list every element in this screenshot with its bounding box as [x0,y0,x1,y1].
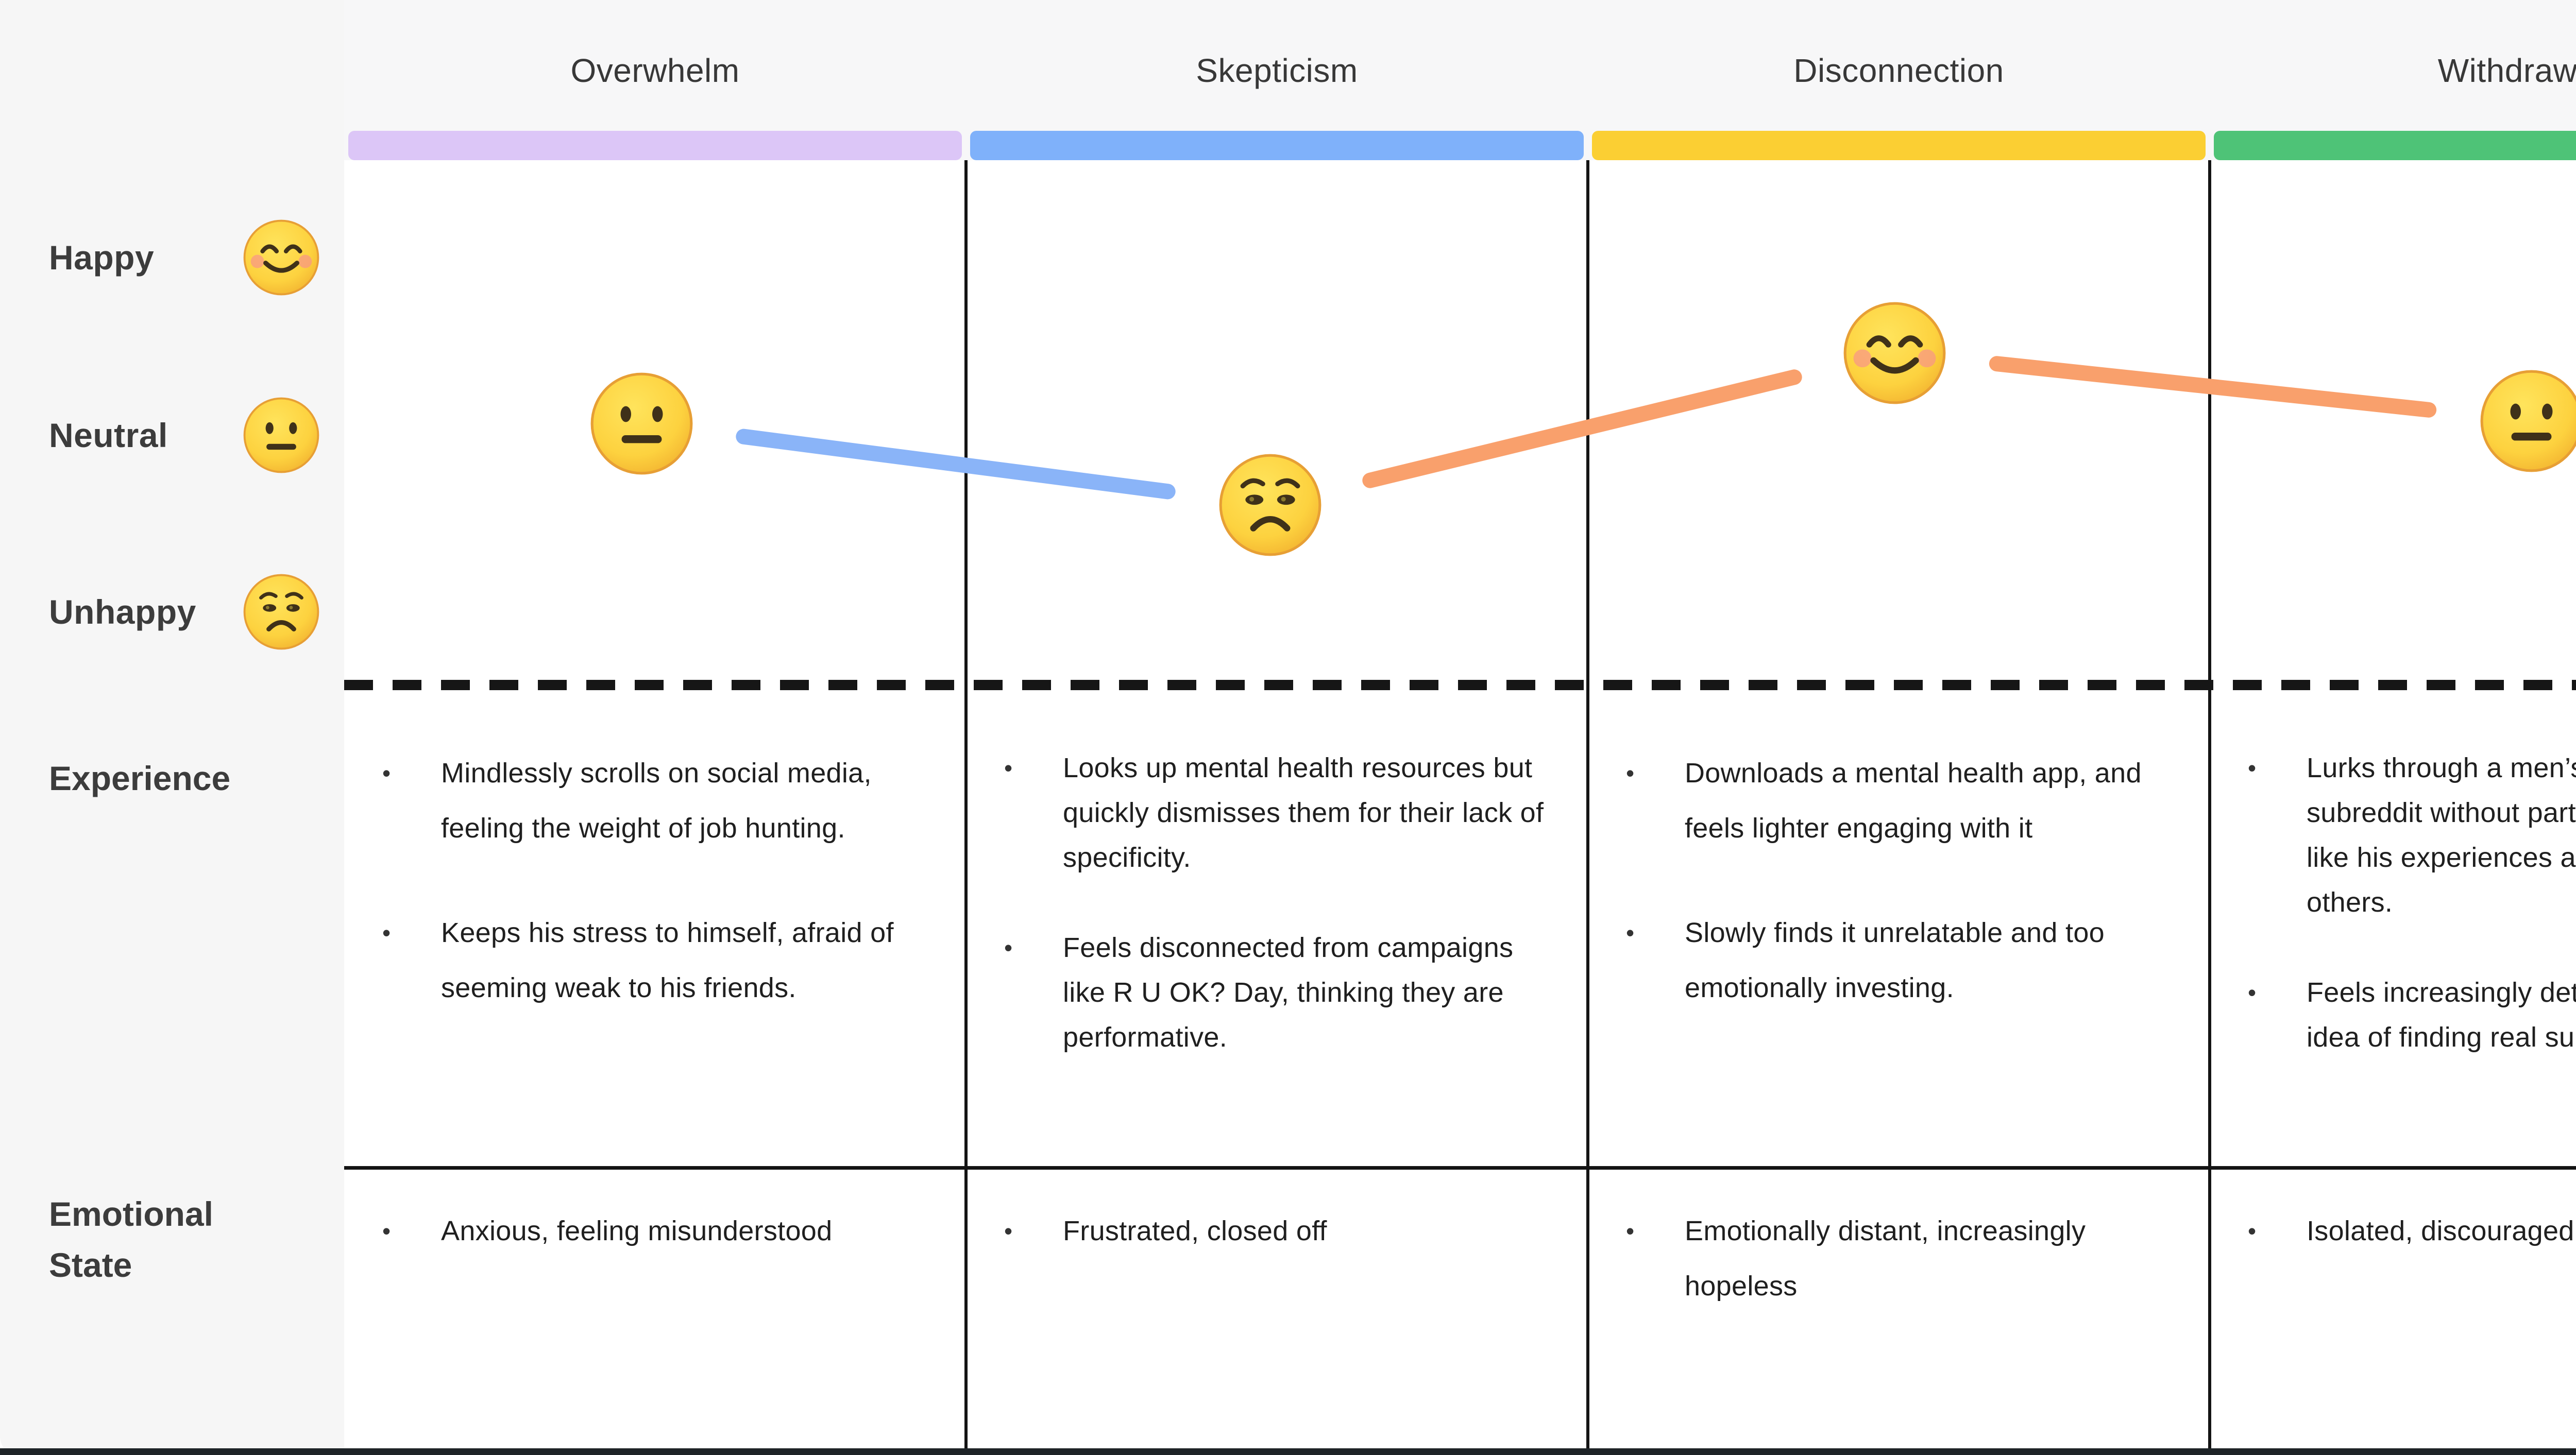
unamused-emoji-icon [242,573,320,651]
stage-title-skepticism: Skepticism [1196,52,1358,89]
mood-label-happy: Happy [49,238,155,277]
neutral-emoji-icon [242,396,320,474]
mood-label-unhappy: Unhappy [49,593,196,631]
experience-cell-disconnection: Downloads a mental health app, and feels… [1588,685,2210,1166]
column-divider [2208,160,2211,1448]
neutral-face-point-withdrawal [2479,368,2576,474]
stage-title-overwhelm: Overwhelm [570,52,740,89]
experience-item: Mindlessly scrolls on social media, feel… [375,746,935,856]
emotional-state-cell-disconnection: Emotionally distant, increasingly hopele… [1588,1170,2210,1448]
row-label-experience: Experience [49,759,231,797]
emotional-state-item: Emotionally distant, increasingly hopele… [1619,1204,2179,1314]
emotional-state-cell-withdrawal: Isolated, discouraged [2210,1170,2576,1448]
experience-item: Feels disconnected from campaigns like R… [997,926,1557,1060]
mood-label-neutral: Neutral [49,416,168,454]
emotional-state-divider [344,1166,2576,1170]
smiling-face-point-disconnection [1842,300,1947,406]
row-label-emotional-state: Emotional State [49,1195,214,1284]
experience-item: Slowly finds it unrelatable and too emot… [1619,905,2179,1016]
curve-segment [736,429,1176,500]
stage-bar-overwhelm [348,131,962,160]
mood-row-happy: Happy [0,216,344,299]
column-divider [964,160,968,1448]
stage-title-withdrawal: Withdrawal [2437,52,2576,89]
emotional-state-cell-skepticism: Frustrated, closed off [966,1170,1588,1448]
experience-cell-withdrawal: Lurks through a men’s mental health subr… [2210,685,2576,1166]
stage-bar-skepticism [970,131,1584,160]
mood-row-neutral: Neutral [0,394,344,476]
stage-bar-disconnection [1592,131,2206,160]
neutral-face-point-overwhelm [589,371,694,476]
mood-row-unhappy: Unhappy [0,571,344,653]
experience-item: Looks up mental health resources but qui… [997,746,1557,880]
experience-item: Feels increasingly detached from the ide… [2241,970,2576,1060]
happy-emoji-icon [242,218,320,297]
experience-item: Downloads a mental health app, and feels… [1619,746,2179,856]
emotional-state-item: Anxious, feeling misunderstood [375,1204,935,1259]
column-divider [1586,160,1589,1448]
curve-segment [1989,356,2437,418]
bottom-edge [0,1448,2576,1455]
experience-item: Keeps his stress to himself, afraid of s… [375,905,935,1016]
curve-segment [1362,369,1802,488]
dashed-divider [344,680,2576,690]
emotional-state-cell-overwhelm: Anxious, feeling misunderstood [344,1170,966,1448]
experience-cell-skepticism: Looks up mental health resources but qui… [966,685,1588,1166]
emotional-state-item: Isolated, discouraged [2241,1204,2576,1259]
sidebar: Happy Neutral [0,0,344,1455]
stage-bar-withdrawal [2214,131,2576,160]
stage-title-disconnection: Disconnection [1793,52,2004,89]
experience-item: Lurks through a men’s mental health subr… [2241,746,2576,925]
experience-cell-overwhelm: Mindlessly scrolls on social media, feel… [344,685,966,1166]
unamused-face-point-skepticism [1217,452,1323,558]
emotional-state-item: Frustrated, closed off [997,1204,1557,1259]
